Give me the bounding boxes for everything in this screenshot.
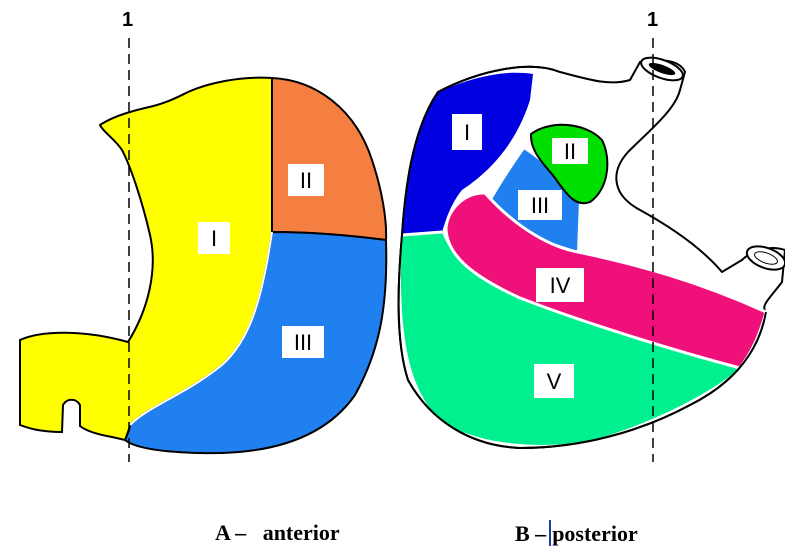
posterior-label-v: V [547, 369, 562, 394]
posterior-stomach [399, 53, 785, 448]
anterior-stomach [20, 78, 386, 454]
posterior-label-iii: III [531, 193, 549, 218]
anterior-region-ii [272, 78, 386, 240]
anterior-label-i: I [211, 226, 217, 251]
posterior-label-ii: II [564, 139, 576, 164]
posterior-label-i: I [464, 120, 470, 145]
caption-b-word: posterior [552, 521, 638, 546]
caption-a-word: anterior [263, 520, 340, 545]
caption-b-letter: B – [515, 521, 546, 546]
anterior-label-ii: II [300, 168, 312, 193]
reference-marker-left: 1 [122, 9, 133, 31]
reference-marker-right: 1 [647, 9, 658, 31]
caption-anterior: A – anterior [215, 520, 340, 546]
anterior-label-iii: III [294, 330, 312, 355]
caption-a-letter: A – [215, 520, 246, 545]
text-cursor [549, 520, 551, 546]
caption-posterior: B –posterior [515, 520, 638, 547]
posterior-label-iv: IV [550, 273, 571, 298]
